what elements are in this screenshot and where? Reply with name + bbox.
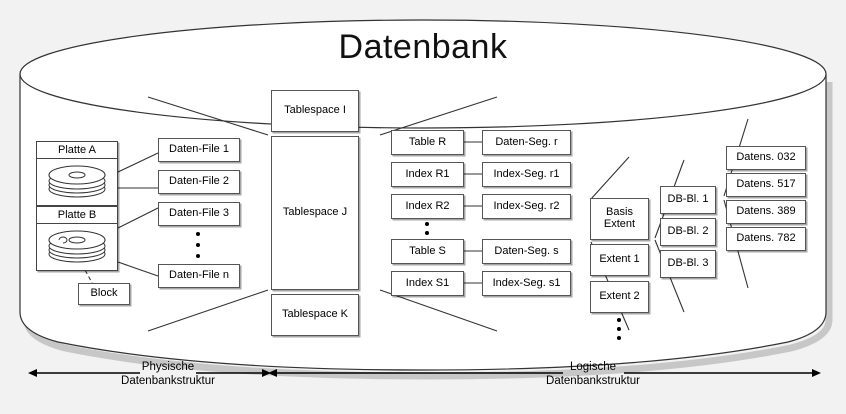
record-389[interactable]: Datens. 389 <box>726 200 806 224</box>
axis-label-logical-line2: Datenbankstruktur <box>546 375 640 388</box>
disk-platte-b[interactable]: Platte B <box>36 206 118 271</box>
extent-basis-line1: Basis <box>606 206 633 219</box>
axis-label-physical-line1: Physische <box>141 361 195 373</box>
axis-label-physical-line2: Datenbankstruktur <box>121 375 215 388</box>
extent-1[interactable]: Extent 1 <box>590 244 649 276</box>
segment-index-s1[interactable]: Index-Seg. s1 <box>482 271 571 296</box>
cylinder-shadow <box>23 82 833 380</box>
record-782[interactable]: Datens. 782 <box>726 227 806 251</box>
connector-lines-physical <box>74 152 159 289</box>
segment-index-r1[interactable]: Index-Seg. r1 <box>482 162 571 187</box>
disk-platter-icon <box>37 159 117 205</box>
record-517[interactable]: Datens. 517 <box>726 173 806 197</box>
data-file-2[interactable]: Daten-File 2 <box>158 170 240 194</box>
object-index-s1[interactable]: Index S1 <box>391 271 464 296</box>
tablespace-j[interactable]: Tablespace J <box>271 136 359 290</box>
segment-daten-s[interactable]: Daten-Seg. s <box>482 239 571 264</box>
connector-funnel-tablespace <box>147 96 269 332</box>
data-file-n[interactable]: Daten-File n <box>158 264 240 288</box>
data-file-1[interactable]: Daten-File 1 <box>158 138 240 162</box>
object-index-r2[interactable]: Index R2 <box>391 194 464 219</box>
axis-label-physical: Physische Datenbankstruktur <box>80 360 256 389</box>
record-032[interactable]: Datens. 032 <box>726 146 806 170</box>
tablespace-k[interactable]: Tablespace K <box>271 294 359 336</box>
extent-basis[interactable]: Basis Extent <box>590 198 649 240</box>
extent-2[interactable]: Extent 2 <box>590 281 649 313</box>
db-block-1[interactable]: DB-Bl. 1 <box>660 186 716 214</box>
extent-basis-line2: Extent <box>603 218 636 230</box>
data-file-3[interactable]: Daten-File 3 <box>158 202 240 226</box>
object-table-r[interactable]: Table R <box>391 130 464 155</box>
axis-label-logical: Logische Datenbankstruktur <box>505 360 681 389</box>
block-box[interactable]: Block <box>78 283 130 305</box>
tablespace-i[interactable]: Tablespace I <box>271 90 359 132</box>
object-table-s[interactable]: Table S <box>391 239 464 264</box>
disk-platte-a[interactable]: Platte A <box>36 141 118 206</box>
object-index-r1[interactable]: Index R1 <box>391 162 464 187</box>
connector-funnel-objects <box>379 96 498 332</box>
segment-daten-r[interactable]: Daten-Seg. r <box>482 130 571 155</box>
db-block-2[interactable]: DB-Bl. 2 <box>660 218 716 246</box>
disk-platte-a-label: Platte A <box>37 142 117 159</box>
axis-label-logical-line1: Logische <box>569 361 617 373</box>
segment-index-r2[interactable]: Index-Seg. r2 <box>482 194 571 219</box>
page-title: Datenbank <box>338 28 508 66</box>
disk-platte-b-label: Platte B <box>37 207 117 224</box>
disk-platter-icon <box>37 224 117 270</box>
connector-object-segment <box>464 141 482 284</box>
extent-ellipsis <box>616 318 622 340</box>
data-file-ellipsis <box>195 232 201 258</box>
db-block-3[interactable]: DB-Bl. 3 <box>660 250 716 278</box>
